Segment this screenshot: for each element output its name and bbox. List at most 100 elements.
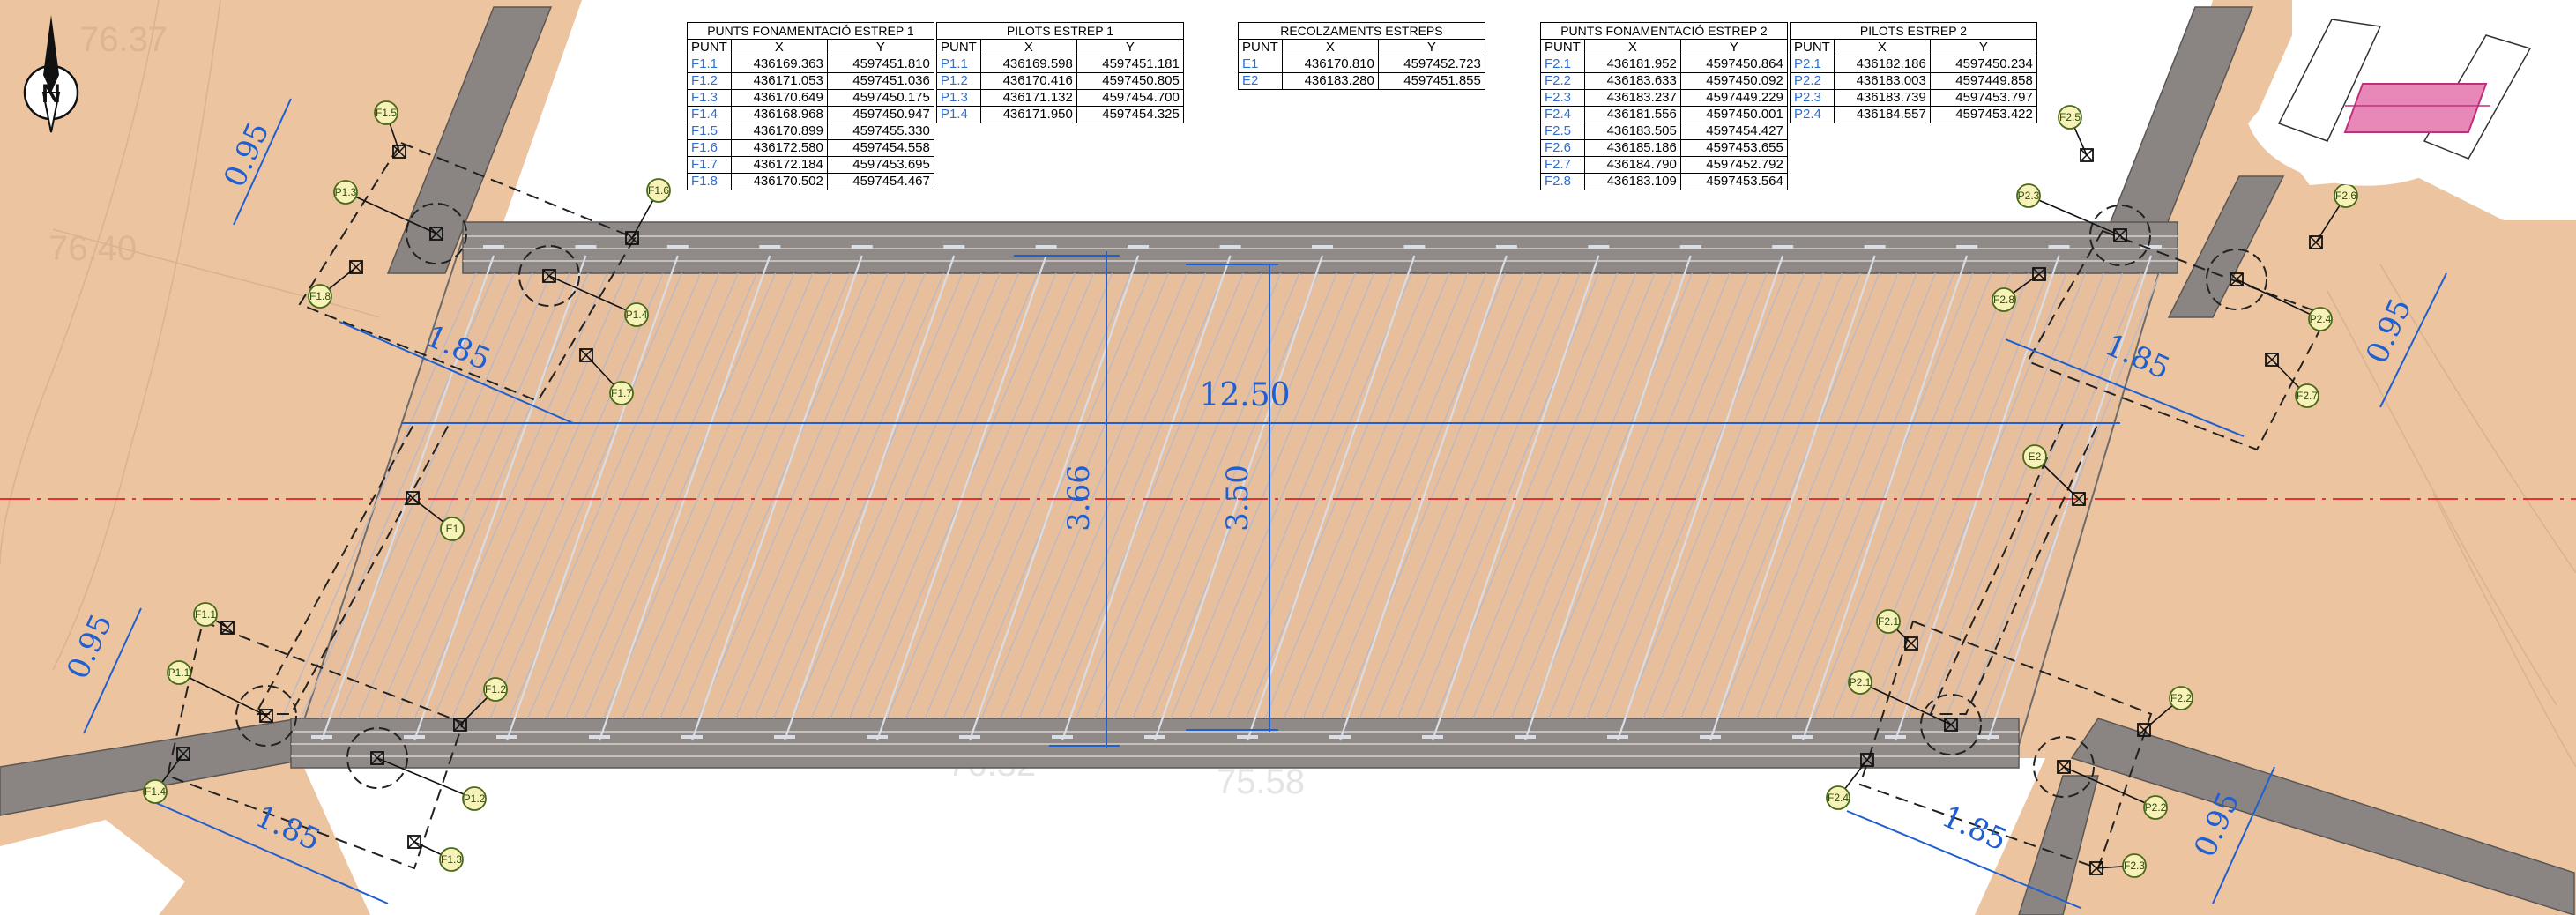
table-title: PILOTS ESTREP 2 [1790,22,2037,40]
cross-girder [1523,255,1692,741]
point-label: E2 [2029,450,2042,463]
point-cross-icon [2089,861,2103,875]
leader-line [178,672,267,717]
column-header: X [1833,39,1931,56]
column-header: X [1281,39,1379,56]
y-coordinate-cell: 4597451.181 [1076,56,1184,73]
deck-plank [1472,272,1656,719]
deck-plank [1718,272,1899,719]
point-cross-icon [2230,272,2244,286]
deck-plank [1396,272,1581,719]
survey-point-marker: P2.3 [2016,183,2127,242]
deck-plank [1416,272,1599,719]
deck-plank [1094,272,1282,719]
deck-plank [1907,272,2086,719]
deck-plank [1453,272,1637,719]
y-coordinate-cell: 4597454.558 [826,139,934,157]
point-cross-icon [2265,353,2279,367]
x-coordinate-cell: 436182.186 [1833,56,1931,73]
deck-plank [810,272,1001,719]
point-cross-icon [392,145,406,159]
deck-plank [1302,272,1487,719]
point-cross-icon [2089,861,2103,875]
survey-point-marker: F1.7 [579,348,634,405]
point-cross-icon [453,718,467,732]
leader-line [548,275,637,316]
table-title: PUNTS FONAMENTACIÓ ESTREP 2 [1540,22,1788,40]
cross-girder [1616,255,1784,741]
dimension-lines [83,98,2447,909]
point-cross-icon [349,260,363,274]
survey-point-marker: F2.2 [2137,686,2193,737]
deck-plank [640,272,832,719]
deck-plank [451,272,645,719]
deck-plank [1340,272,1525,719]
point-label: F2.5 [2059,111,2081,123]
survey-point-marker: F2.1 [1876,609,1918,651]
point-cross-icon [220,621,235,635]
deck-plank [697,272,889,719]
deck-plank [980,272,1169,719]
point-label-bubble [2016,183,2041,208]
point-label: P1.3 [335,186,357,198]
point-label: F2.2 [2170,692,2192,704]
point-id-cell: F2.3 [1540,89,1585,107]
x-coordinate-cell: 436170.649 [730,89,828,107]
deck-plank [1756,272,1936,719]
deck-plank [1699,272,1880,719]
point-cross-icon [429,227,443,241]
deck-plank [1226,272,1412,719]
cross-girder [1246,255,1416,741]
table-title: PUNTS FONAMENTACIÓ ESTREP 1 [687,22,934,40]
point-id-cell: F1.2 [687,72,732,90]
point-cross-icon [259,709,273,723]
y-coordinate-cell: 4597450.175 [826,89,934,107]
point-cross-icon [2080,148,2094,162]
survey-point-marker: F2.8 [1992,267,2046,312]
deck-plank [1548,272,1731,719]
point-cross-icon [259,709,273,723]
span-dimension: 12.50 [1199,377,1290,413]
point-id-cell: P1.3 [936,89,981,107]
point-id-cell: F1.5 [687,123,732,140]
point-cross-icon [2309,235,2323,249]
y-coordinate-cell: 4597454.325 [1076,106,1184,123]
point-id-cell: F2.6 [1540,139,1585,157]
point-label-bubble [2295,383,2319,408]
point-id-cell: P2.3 [1790,89,1835,107]
x-coordinate-cell: 436171.132 [979,89,1077,107]
leader-line [1859,681,1952,725]
width-dimension-inner: 3.50 [1220,465,1255,532]
point-id-cell: P1.4 [936,106,981,123]
cross-girder [968,255,1140,741]
cross-girder [783,255,956,741]
cross-girder [598,255,771,741]
y-coordinate-cell: 4597450.947 [826,106,934,123]
point-label-bubble [462,786,487,811]
point-label-bubble [1826,785,1850,810]
deck-plank [1869,272,2049,719]
survey-point-marker: F2.4 [1826,753,1874,810]
point-cross-icon [176,747,190,761]
x-coordinate-cell: 436183.003 [1833,72,1931,90]
deck-plank [1491,272,1674,719]
contour-label: 75.58 [1217,762,1305,801]
y-coordinate-cell: 4597454.700 [1076,89,1184,107]
column-header: PUNT [687,39,732,56]
point-cross-icon [220,621,235,635]
point-id-cell: F1.1 [687,56,732,73]
point-id-cell: F2.7 [1540,156,1585,174]
y-coordinate-cell: 4597452.792 [1679,156,1788,174]
deck-plank [1378,272,1562,719]
point-cross-icon [349,260,363,274]
point-label-bubble [646,178,671,203]
